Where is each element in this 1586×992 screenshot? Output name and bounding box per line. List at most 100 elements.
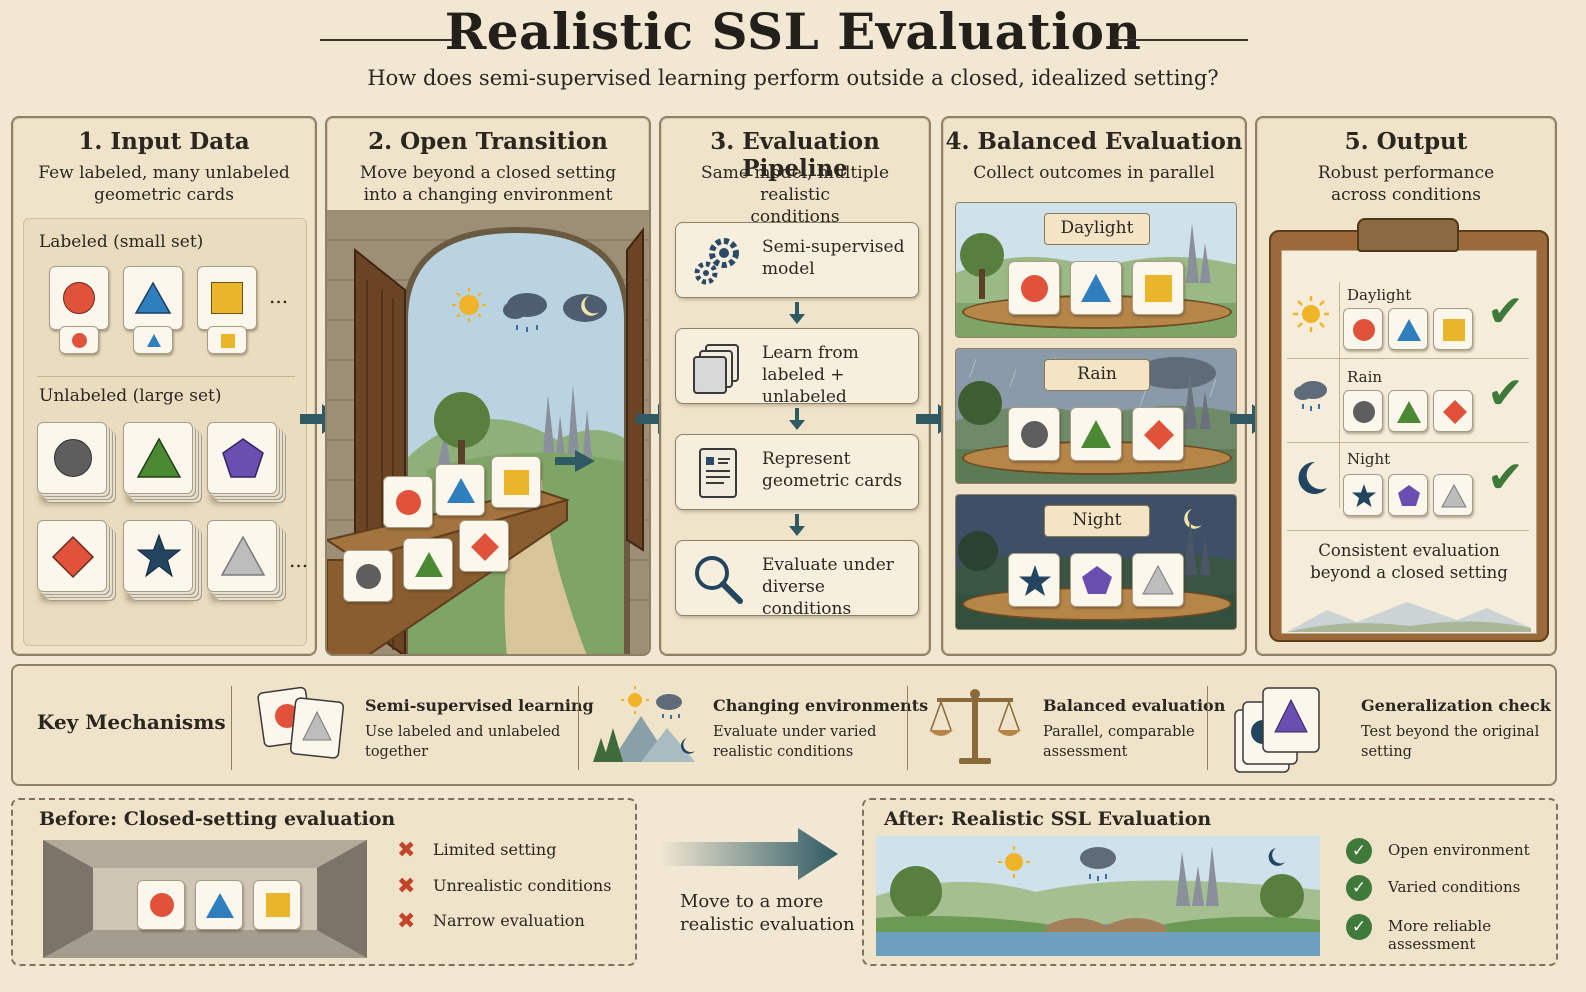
bench-card-square	[491, 456, 541, 508]
mechanism-description: Evaluate under varied realistic conditio…	[713, 722, 876, 762]
panel-subtitle: Collect outcomes in parallel	[973, 163, 1215, 183]
pipeline-step-evaluate: Evaluate under diverse conditions	[675, 540, 919, 619]
x-mark-icon: ✖	[397, 909, 416, 934]
triangle-shape	[1081, 274, 1111, 302]
title-rule-left	[320, 39, 452, 41]
document-icon	[699, 448, 737, 498]
star-shape	[1352, 484, 1376, 507]
labeled-card-small-square	[207, 326, 247, 354]
separator	[1207, 686, 1208, 770]
before-item: Limited setting	[433, 840, 557, 859]
panel-subtitle: Same model, multiple realistic condition…	[661, 162, 929, 228]
ellipsis: ...	[269, 284, 289, 308]
step-label: Semi-supervised model	[762, 236, 904, 280]
check-circle-icon: ✓	[1346, 838, 1372, 864]
cards-icon	[693, 344, 739, 394]
scene-tag: Rain	[1044, 359, 1150, 391]
row-card-star	[1343, 474, 1383, 516]
circle-shape	[1021, 275, 1048, 302]
panel-title: 2. Open Transition	[368, 128, 608, 155]
description-line: assessment	[1043, 744, 1128, 760]
row-divider	[1339, 282, 1340, 508]
square-shape	[266, 893, 290, 917]
mechanism-title: Semi-supervised learning	[365, 696, 594, 715]
scene-card-triangle	[1070, 261, 1122, 315]
row-line	[1287, 530, 1529, 531]
landscape-weather-icon	[593, 686, 695, 762]
separator	[907, 686, 908, 770]
scene-daylight: Daylight	[955, 202, 1237, 338]
pentagon-shape	[222, 438, 264, 478]
down-arrow-icon	[789, 408, 805, 430]
down-arrow-icon	[789, 514, 805, 536]
labeled-card-circle	[49, 266, 109, 330]
bench-card-circle	[383, 476, 433, 528]
scene-card-circle	[1008, 407, 1060, 461]
pentagon-shape	[1398, 485, 1420, 506]
row-card-pentagon	[1388, 474, 1428, 516]
pentagon-shape	[1082, 566, 1112, 594]
panel-open-transition: 2. Open Transition Move beyond a closed …	[325, 116, 651, 656]
move-arrow-icon	[555, 450, 595, 472]
mechanism-title: Changing environments	[713, 696, 929, 715]
scene-card-star	[1008, 553, 1060, 607]
circle-shape	[356, 564, 381, 589]
triangle-shape	[134, 281, 172, 314]
checkmark-icon: ✔	[1487, 368, 1524, 419]
circle-shape	[1021, 421, 1048, 448]
labeled-card-small-circle	[59, 326, 99, 354]
after-item: More reliable assessment	[1388, 917, 1492, 953]
big-arrow-icon	[660, 828, 838, 880]
after-item: Open environment	[1388, 841, 1530, 859]
separator	[231, 686, 232, 770]
scene-tag: Daylight	[1044, 213, 1150, 245]
panel-input-data: 1. Input Data Few labeled, many unlabele…	[11, 116, 317, 656]
row-label: Rain	[1347, 368, 1383, 386]
footer-line: Consistent evaluation	[1318, 541, 1500, 560]
after-title: After: Realistic SSL Evaluation	[884, 808, 1212, 830]
description-line: setting	[1361, 744, 1412, 760]
box-card-square	[253, 880, 301, 930]
pipeline-step-learn: Learn from labeled + unlabeled	[675, 328, 919, 407]
star-shape	[1019, 565, 1051, 596]
row-line	[1287, 358, 1529, 359]
x-mark-icon: ✖	[397, 874, 416, 899]
check-circle-icon: ✓	[1346, 875, 1372, 901]
panel-subtitle: Robust performance across conditions	[1257, 162, 1555, 206]
bench-card-diamond	[459, 520, 509, 572]
triangle-shape	[206, 893, 234, 918]
scene-night: Night	[955, 494, 1237, 630]
step-label: Evaluate under diverse conditions	[762, 554, 918, 620]
scene-card-triangle	[1132, 553, 1184, 607]
row-card-square	[1433, 308, 1473, 350]
circle-shape	[150, 893, 174, 917]
x-mark-icon: ✖	[397, 838, 416, 863]
gears-icon	[694, 238, 739, 285]
triangle-shape	[1142, 565, 1174, 595]
subtitle-line: Few labeled, many unlabeled	[38, 163, 290, 183]
square-shape	[504, 470, 529, 495]
card-stack-icon	[1234, 687, 1320, 773]
bench-card-triangle-green	[403, 538, 453, 590]
scene-card-triangle	[1070, 407, 1122, 461]
panel-subtitle: Few labeled, many unlabeled geometric ca…	[13, 162, 315, 206]
row-card-circle	[1343, 390, 1383, 432]
before-title: Before: Closed-setting evaluation	[39, 808, 396, 830]
labeled-card-small-triangle	[133, 326, 173, 354]
magnifier-icon	[695, 556, 743, 604]
subtitle-line: geometric cards	[93, 185, 235, 205]
checkmark-icon: ✔	[1487, 452, 1524, 503]
step-line: labeled + unlabeled	[762, 365, 847, 407]
scene-card-diamond	[1132, 407, 1184, 461]
triangle-shape	[136, 437, 182, 478]
scene-card-square	[1132, 261, 1184, 315]
unlabeled-stack-diamond	[37, 520, 107, 592]
circle-shape	[1353, 401, 1375, 423]
triangle-shape	[147, 334, 161, 347]
triangle-shape	[1081, 420, 1111, 448]
diamond-shape	[1443, 400, 1467, 424]
divider	[37, 376, 295, 377]
square-shape	[1145, 275, 1172, 302]
pipeline-step-model: Semi-supervised model	[675, 222, 919, 298]
description-line: Use labeled and unlabeled	[365, 724, 561, 740]
